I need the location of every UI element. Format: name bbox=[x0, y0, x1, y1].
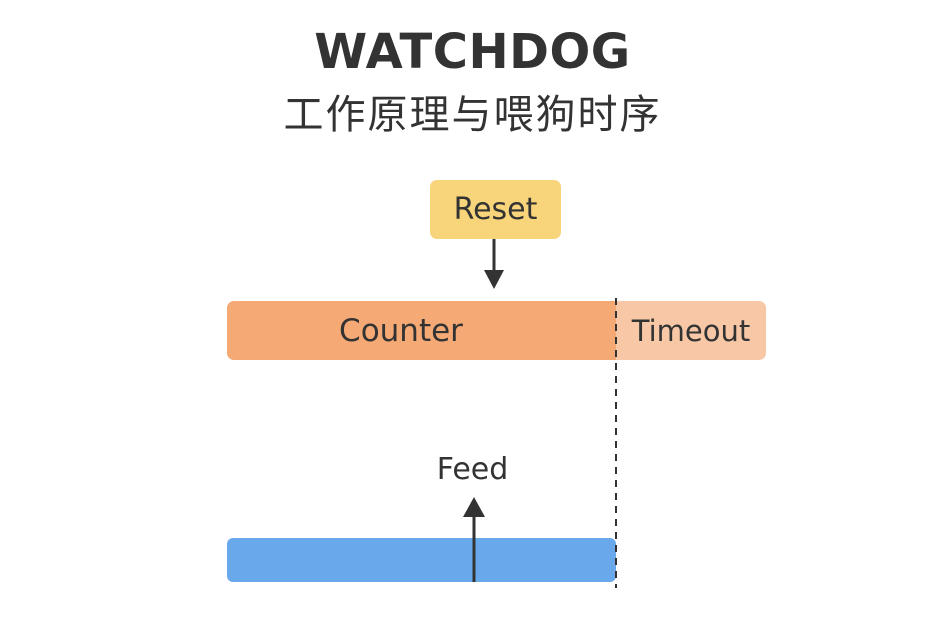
counter-label: Counter bbox=[339, 312, 463, 349]
counter-bar bbox=[227, 301, 616, 360]
page-subtitle: 工作原理与喂狗时序 bbox=[283, 92, 662, 138]
timeout-label: Timeout bbox=[631, 313, 751, 348]
reset-label: Reset bbox=[453, 192, 538, 227]
feed-arrow-head bbox=[463, 497, 485, 517]
feed-arrow bbox=[463, 497, 485, 582]
feed-bar bbox=[227, 538, 616, 582]
reset-arrow-head bbox=[484, 270, 504, 289]
reset-arrow bbox=[484, 239, 504, 289]
reset-box: Reset bbox=[430, 180, 561, 239]
page-title: WATCHDOG bbox=[314, 24, 631, 80]
timeout-bar: Timeout bbox=[616, 301, 766, 360]
feed-label: Feed bbox=[436, 452, 509, 487]
